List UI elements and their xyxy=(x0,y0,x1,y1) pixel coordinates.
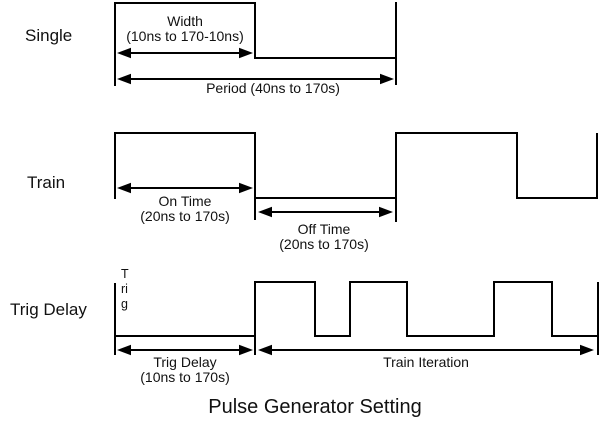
train-waveform xyxy=(114,132,598,222)
single-pulse xyxy=(114,2,396,86)
trig-delay-arrow xyxy=(117,344,253,356)
arrowhead-right xyxy=(380,73,394,85)
trig-axis-label: Trig xyxy=(121,267,129,311)
single-row-label: Single xyxy=(25,26,73,45)
train-pulse-2 xyxy=(395,132,598,222)
period-label: Period (40ns to 170s) xyxy=(206,80,340,96)
on-time-label: On Time xyxy=(158,193,212,209)
trig-delay-row-label: Trig Delay xyxy=(10,300,87,319)
arrowhead-left xyxy=(117,182,131,194)
train-row-label: Train xyxy=(27,173,66,192)
train-iteration-arrow xyxy=(258,344,594,356)
diagram-title: Pulse Generator Setting xyxy=(208,396,422,418)
arrowhead-right xyxy=(580,344,594,356)
train-iteration-label: Train Iteration xyxy=(383,354,469,370)
on-time-arrow xyxy=(117,182,253,194)
width-range-label: (10ns to 170-10ns) xyxy=(126,28,244,44)
trig-pulse-train xyxy=(254,281,598,355)
period-arrow xyxy=(117,73,394,85)
arrowhead-left xyxy=(258,206,272,218)
arrowhead-right xyxy=(379,206,393,218)
on-time-range-label: (20ns to 170s) xyxy=(140,208,230,224)
width-label: Width xyxy=(167,13,203,29)
trig-delay-range-label: (10ns to 170s) xyxy=(140,369,230,385)
trig-delay-label: Trig Delay xyxy=(153,354,217,370)
arrowhead-left xyxy=(258,344,272,356)
single-waveform xyxy=(114,2,397,86)
arrowhead-right xyxy=(239,344,253,356)
arrowhead-right xyxy=(239,47,253,59)
arrowhead-right xyxy=(239,182,253,194)
off-time-label: Off Time xyxy=(297,221,351,237)
off-time-arrow xyxy=(258,206,393,218)
arrowhead-left xyxy=(117,344,131,356)
off-time-range-label: (20ns to 170s) xyxy=(279,236,369,252)
train-pulse-1 xyxy=(114,132,256,220)
width-arrow xyxy=(117,47,253,59)
arrowhead-left xyxy=(117,47,131,59)
arrowhead-left xyxy=(117,73,131,85)
trig-waveform xyxy=(114,281,599,355)
